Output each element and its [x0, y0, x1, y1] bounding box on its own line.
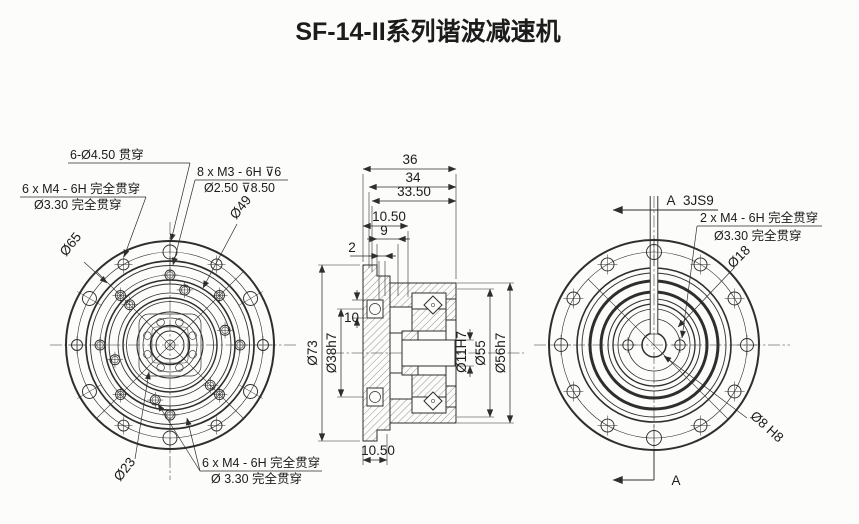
- dim-dia56h7: Ø56h7: [493, 333, 508, 374]
- front-dia49-label: Ø49: [227, 193, 255, 222]
- front-dia23-label: Ø23: [111, 455, 139, 484]
- section-view: 36 34 33.50 10.50 9 2: [305, 152, 524, 465]
- dim-33-50: 33.50: [397, 184, 431, 199]
- front-note-m4-bottom-line2: Ø 3.30 完全贯穿: [211, 471, 302, 486]
- section-body: [362, 264, 457, 442]
- front-note-through-holes: 6-Ø4.50 贯穿: [70, 147, 144, 162]
- dim-dia38h7: Ø38h7: [324, 333, 339, 374]
- front-annotations: 6-Ø4.50 贯穿 6 x M4 - 6H 完全贯穿 Ø3.30 完全贯穿 8…: [20, 147, 322, 486]
- section-dims-top: 36 34 33.50 10.50 9 2: [348, 152, 457, 300]
- dim-dia73: Ø73: [305, 340, 320, 366]
- front-dia65-label: Ø65: [57, 230, 85, 259]
- section-arrow-top: A 3JS9: [612, 193, 718, 215]
- dim-9: 9: [380, 223, 388, 238]
- front-note-m4-top-line2: Ø3.30 完全贯穿: [34, 197, 122, 212]
- front-view: 6-Ø4.50 贯穿 6 x M4 - 6H 完全贯穿 Ø3.30 完全贯穿 8…: [20, 147, 322, 486]
- back-dia8h8-label: Ø8 H8: [747, 408, 786, 445]
- section-arrow-bottom: A: [612, 449, 681, 488]
- back-hole-patterns: [551, 238, 757, 452]
- front-note-m4-bottom-line1: 6 x M4 - 6H 完全贯穿: [202, 455, 320, 470]
- section-label-a-top: A: [666, 193, 675, 208]
- back-view: A 3JS9 A 2 x M4 - 6H 完全贯穿 Ø3.30 完全贯穿 Ø18…: [534, 193, 822, 488]
- dim-dia55: Ø55: [473, 340, 488, 366]
- dim-10: 10: [344, 310, 359, 325]
- back-note-m4-line2: Ø3.30 完全贯穿: [714, 228, 802, 243]
- cross-roller-top: [423, 295, 443, 315]
- ball-bearing-top: [366, 299, 384, 319]
- front-note-m3-line1: 8 x M3 - 6H ⊽6: [197, 165, 281, 179]
- front-note-m4-top-line1: 6 x M4 - 6H 完全贯穿: [22, 181, 140, 196]
- dim-36: 36: [402, 152, 417, 167]
- dim-2: 2: [348, 240, 356, 255]
- keyway-label: 3JS9: [683, 193, 714, 208]
- section-dims-right: Ø11H7 Ø55 Ø56h7: [454, 282, 514, 424]
- dim-dia11h7: Ø11H7: [454, 331, 469, 373]
- back-dia18-label: Ø18: [724, 242, 753, 271]
- cross-roller-bottom: [423, 391, 443, 411]
- ball-bearing-bottom: [366, 387, 384, 407]
- section-dims-left: Ø73 Ø38h7 10: [305, 264, 366, 442]
- front-output-plate: [138, 313, 202, 377]
- drawing-title: SF-14-II系列谐波减速机: [295, 18, 560, 46]
- front-hole-patterns: [68, 238, 272, 452]
- front-note-m3-line2: Ø2.50 ⊽8.50: [204, 181, 275, 195]
- dim-10-50-bottom: 10.50: [361, 443, 395, 458]
- section-label-a-bottom: A: [671, 473, 680, 488]
- dim-10-50-top: 10.50: [372, 209, 406, 224]
- section-dims-bottom: 10.50: [361, 434, 395, 465]
- dim-34: 34: [405, 170, 421, 185]
- back-note-m4-line1: 2 x M4 - 6H 完全贯穿: [700, 210, 818, 225]
